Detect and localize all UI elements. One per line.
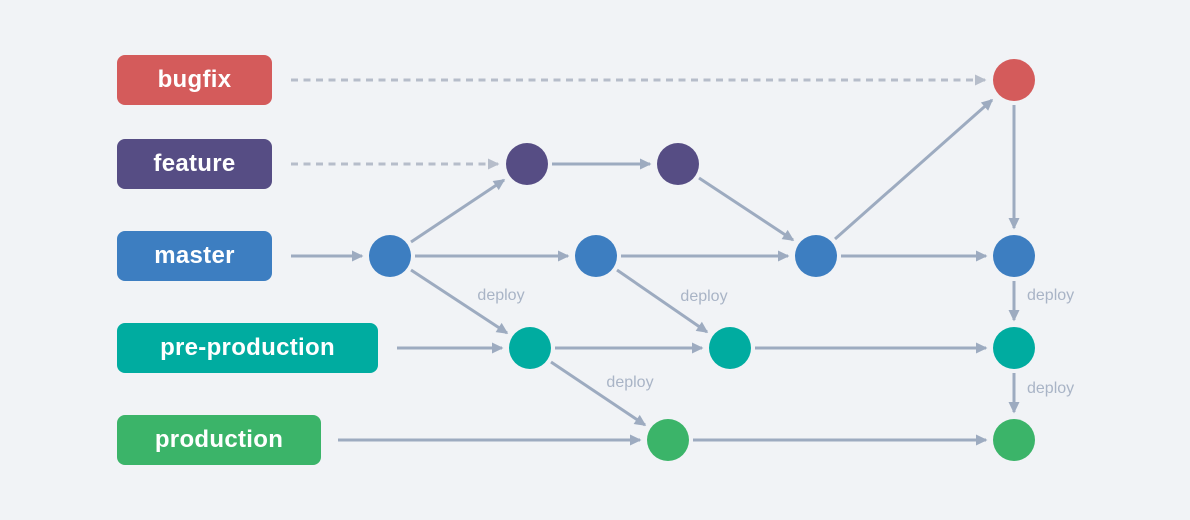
commit-node-master-2 — [575, 235, 617, 277]
commit-node-master-4 — [993, 235, 1035, 277]
deploy-label-preprod3-prod2: deploy — [1027, 380, 1075, 397]
edge-master-1-to-preproduction-1 — [410, 268, 509, 335]
deploy-label-master1-preprod1: deploy — [477, 287, 525, 304]
commit-node-master-3 — [795, 235, 837, 277]
branch-label-master: master — [117, 231, 272, 281]
branch-label-production: production — [117, 415, 321, 465]
edge-preproduction-1-to-production-1 — [550, 360, 647, 427]
edge-master-1-to-feature-1 — [410, 178, 506, 244]
commit-node-preproduction-1 — [509, 327, 551, 369]
commit-node-feature-2 — [657, 143, 699, 185]
edge-master-3-to-bugfix-1 — [834, 98, 994, 241]
commit-node-production-2 — [993, 419, 1035, 461]
branch-label-preproduction: pre-production — [117, 323, 378, 373]
commit-node-preproduction-3 — [993, 327, 1035, 369]
commit-node-bugfix-1 — [993, 59, 1035, 101]
branch-label-feature: feature — [117, 139, 272, 189]
deploy-label-preprod1-prod1: deploy — [606, 374, 654, 391]
commit-node-feature-1 — [506, 143, 548, 185]
commit-node-master-1 — [369, 235, 411, 277]
deploy-label-master2-preprod2: deploy — [680, 288, 728, 305]
commit-node-production-1 — [647, 419, 689, 461]
deploy-label-master4-preprod3: deploy — [1027, 287, 1075, 304]
branch-label-bugfix: bugfix — [117, 55, 272, 105]
commit-node-preproduction-2 — [709, 327, 751, 369]
edge-feature-2-to-master-3 — [698, 176, 795, 242]
edge-master-2-to-preproduction-2 — [616, 268, 709, 334]
